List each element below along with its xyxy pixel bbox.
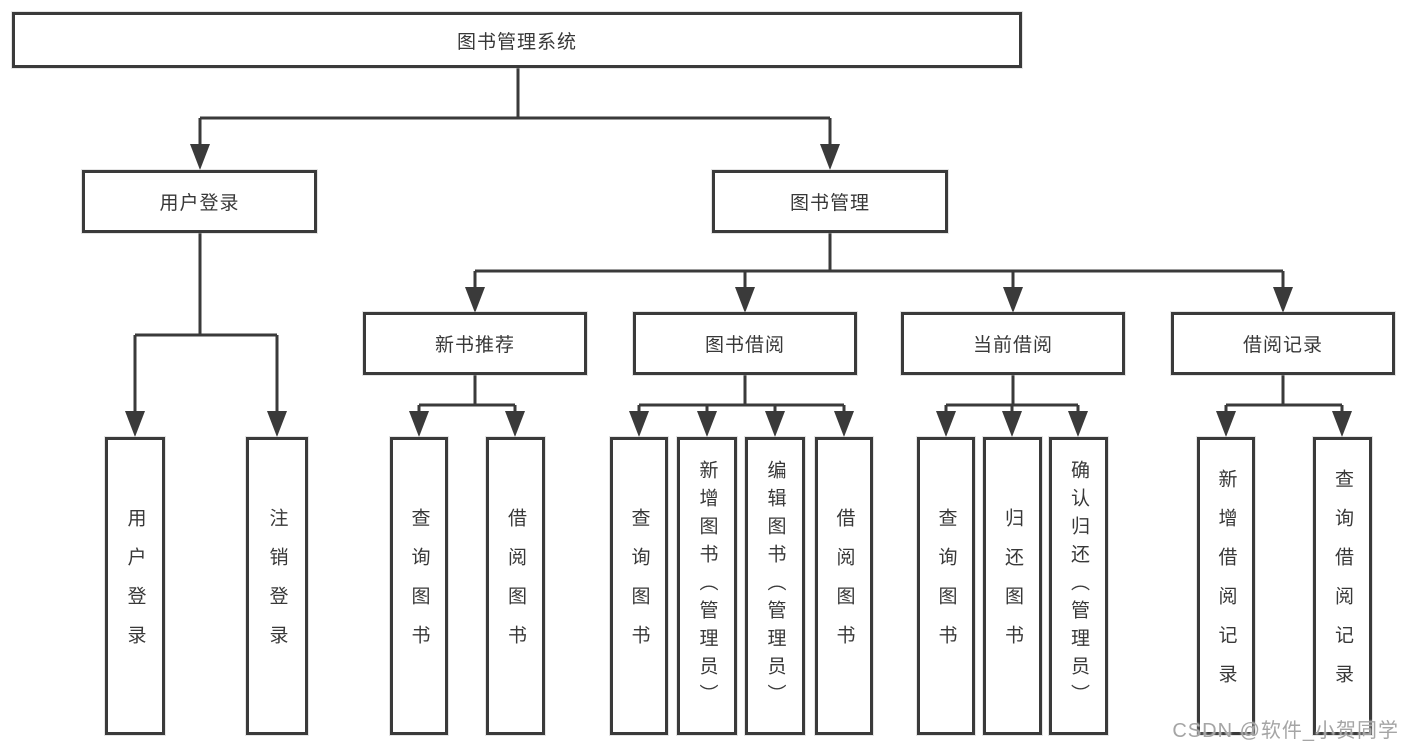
- node-leaf-edit-books-admin: 编辑图书（管理员）: [745, 437, 805, 735]
- arrow-down-icon: [1332, 411, 1352, 437]
- leaf-label: 用户登录: [124, 508, 146, 664]
- arrow-down-icon: [1002, 411, 1022, 437]
- leaf-label: 查询借阅记录: [1332, 469, 1353, 703]
- node-leaf-query-borrow-record: 查询借阅记录: [1313, 437, 1372, 735]
- node-leaf-return-books: 归还图书: [983, 437, 1042, 735]
- arrow-down-icon: [697, 411, 717, 437]
- node-leaf-user-login: 用户登录: [105, 437, 165, 735]
- node-leaf-query-books-1: 查询图书: [390, 437, 448, 735]
- node-root-system: 图书管理系统: [12, 12, 1022, 68]
- arrow-down-icon: [1216, 411, 1236, 437]
- leaf-label: 确认归还（管理员）: [1068, 460, 1089, 712]
- leaf-label: 注销登录: [266, 508, 288, 664]
- arrow-down-icon: [267, 411, 287, 437]
- arrow-down-icon: [735, 287, 755, 313]
- leaf-label: 借阅图书: [833, 508, 855, 664]
- node-leaf-logout: 注销登录: [246, 437, 308, 735]
- node-leaf-confirm-return-admin: 确认归还（管理员）: [1049, 437, 1108, 735]
- arrow-down-icon: [409, 411, 429, 437]
- arrow-down-icon: [834, 411, 854, 437]
- node-user-login: 用户登录: [82, 170, 317, 233]
- arrow-down-icon: [465, 287, 485, 313]
- leaf-label: 新增借阅记录: [1215, 469, 1237, 703]
- arrow-down-icon: [765, 411, 785, 437]
- node-current-borrowing: 当前借阅: [901, 312, 1125, 375]
- leaf-label: 编辑图书（管理员）: [764, 460, 786, 712]
- arrow-down-icon: [820, 144, 840, 170]
- arrow-down-icon: [190, 144, 210, 170]
- arrowheads: [125, 144, 1352, 437]
- leaf-label: 查询图书: [628, 508, 650, 664]
- arrow-down-icon: [936, 411, 956, 437]
- node-new-book-recommend: 新书推荐: [363, 312, 587, 375]
- leaf-label: 借阅图书: [505, 508, 526, 664]
- leaf-label: 归还图书: [1002, 508, 1023, 664]
- node-leaf-add-borrow-record: 新增借阅记录: [1197, 437, 1255, 735]
- node-book-management: 图书管理: [712, 170, 948, 233]
- connector-paths: [133, 68, 1344, 415]
- node-leaf-add-books-admin: 新增图书（管理员）: [677, 437, 737, 735]
- leaf-label: 查询图书: [935, 508, 957, 664]
- arrow-down-icon: [505, 411, 525, 437]
- leaf-label: 新增图书（管理员）: [696, 460, 718, 712]
- node-leaf-borrow-books-1: 借阅图书: [486, 437, 545, 735]
- arrow-down-icon: [125, 411, 145, 437]
- leaf-label: 查询图书: [408, 508, 430, 664]
- arrow-down-icon: [1273, 287, 1293, 313]
- node-book-borrowing: 图书借阅: [633, 312, 857, 375]
- csdn-watermark: CSDN @软件_小贺同学: [1172, 720, 1399, 742]
- arrow-down-icon: [1068, 411, 1088, 437]
- arrow-down-icon: [629, 411, 649, 437]
- node-leaf-query-books-2: 查询图书: [610, 437, 668, 735]
- node-borrowing-records: 借阅记录: [1171, 312, 1395, 375]
- node-leaf-query-books-3: 查询图书: [917, 437, 975, 735]
- arrow-down-icon: [1003, 287, 1023, 313]
- node-leaf-borrow-books-2: 借阅图书: [815, 437, 873, 735]
